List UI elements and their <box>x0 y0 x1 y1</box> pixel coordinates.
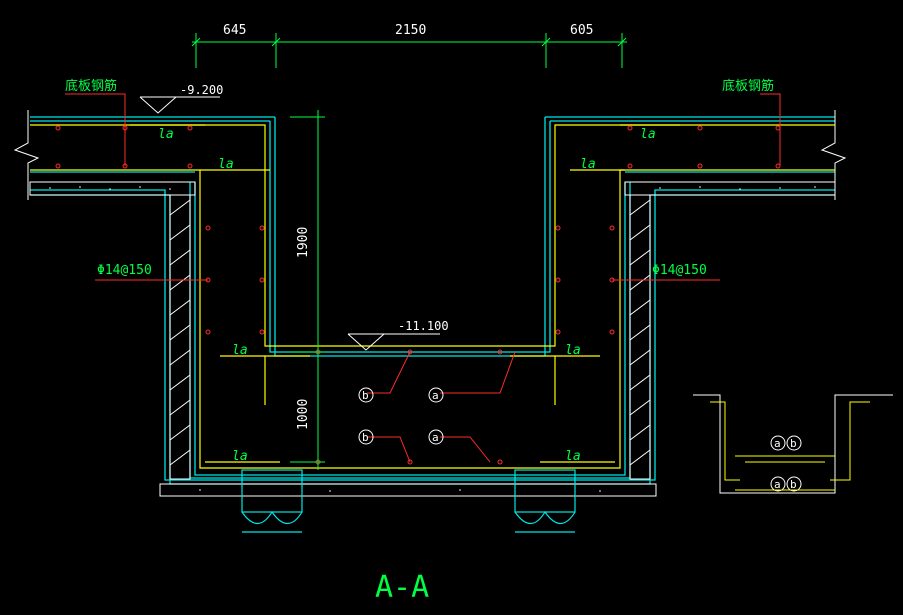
anchor-label: la <box>565 343 581 358</box>
cushion-dots <box>49 186 816 492</box>
bar-mark-a: a <box>774 478 781 491</box>
dim-top-left: 645 <box>223 23 246 38</box>
bar-mark-b: b <box>362 389 369 402</box>
elevation-bottom: -11.100 <box>398 319 449 333</box>
bar-mark-b: b <box>362 431 369 444</box>
section-title: A-A <box>375 570 429 605</box>
dim-vertical-lower: 1000 <box>296 399 311 430</box>
bar-mark-a: a <box>432 431 439 444</box>
anchor-label: la <box>640 127 656 142</box>
elevation-symbols <box>139 96 440 351</box>
detail-outline <box>693 394 893 494</box>
vertical-dimension <box>290 110 325 470</box>
hatch-right <box>629 194 651 480</box>
bar-mark-b: b <box>790 478 797 491</box>
concrete-outline <box>30 116 835 485</box>
anchor-label: la <box>565 449 581 464</box>
drain-pipes <box>241 469 576 533</box>
label-rebar-spec-left: Φ14@150 <box>97 263 152 278</box>
dim-top-right: 605 <box>570 23 593 38</box>
bar-mark-b: b <box>790 437 797 450</box>
anchor-label: la <box>232 343 248 358</box>
label-rebar-spec-right: Φ14@150 <box>652 263 707 278</box>
detail-rebar <box>710 401 870 491</box>
bar-mark-circles <box>358 387 802 492</box>
anchor-label: la <box>580 157 596 172</box>
bar-mark-a: a <box>774 437 781 450</box>
rebar <box>30 124 835 469</box>
elevation-top: -9.200 <box>180 83 223 97</box>
top-dimension <box>191 33 627 68</box>
dim-vertical-upper: 1900 <box>296 227 311 258</box>
anchor-label: la <box>158 127 174 142</box>
leader-lines <box>65 93 781 463</box>
hatch-left <box>169 194 191 480</box>
label-slab-rebar-right: 底板钢筋 <box>722 78 774 94</box>
anchor-label: la <box>232 449 248 464</box>
break-lines <box>13 110 847 200</box>
bar-mark-a: a <box>432 389 439 402</box>
label-slab-rebar-left: 底板钢筋 <box>65 78 117 94</box>
anchor-label: la <box>218 157 234 172</box>
dim-top-middle: 2150 <box>395 23 426 38</box>
cushion-layers <box>29 181 836 497</box>
